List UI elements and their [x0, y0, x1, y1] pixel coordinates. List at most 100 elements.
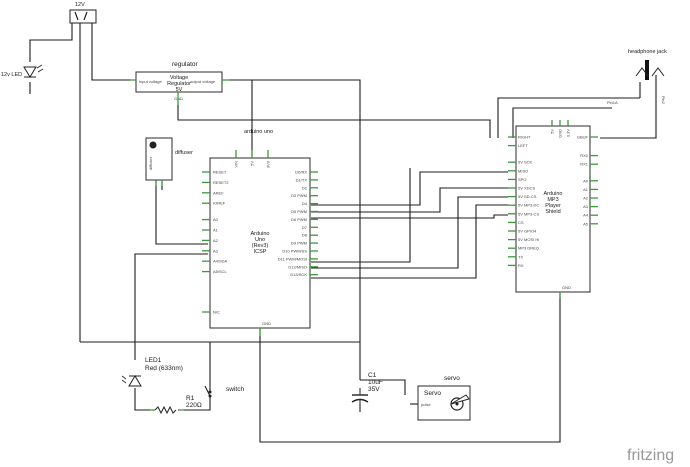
arduino-left-pin-label: A2 [213, 238, 219, 243]
arduino-right-pin-label: D10 PWM/SS [282, 249, 307, 254]
mp3-left-pin-label: 5V MP3-CS [518, 211, 539, 216]
regulator: regulator Voltage Regulator 5V input vol… [130, 61, 230, 105]
mp3-top-pin-label: GND [558, 129, 563, 138]
arduino-bottom-pin-label: GND [262, 321, 271, 326]
c1-name: C1 [368, 372, 377, 379]
mp3-right-pin-label: RX0 [580, 153, 589, 158]
switch: switch [204, 385, 244, 398]
regulator-in-pin: input voltage [139, 79, 162, 84]
jack-pin-left: Pin1A [607, 100, 618, 105]
fritzing-logo: fritzing [627, 447, 674, 464]
supply-label: 12V [75, 2, 85, 8]
led1-desc: Red (633nm) [145, 365, 183, 372]
arduino-right-pin-label: D3 PWM [291, 193, 307, 198]
mp3-right-pin-label: A2 [583, 196, 589, 201]
mp3-top-pin-label: 5V [550, 129, 555, 134]
wires [29, 20, 657, 443]
led1-name: LED1 [145, 357, 162, 364]
mp3-left-pin-label: CS [518, 220, 524, 225]
arduino-right-pin-label: D11 PWM/MOSI [278, 256, 307, 261]
arduino-left-pin-label: A1 [213, 228, 219, 233]
arduino-top-pin-label: 3V3 [266, 160, 271, 168]
regulator-out-pin: output voltage [190, 79, 216, 84]
mp3-left-pin-label: 5V MP3-DC [518, 203, 539, 208]
arduino-left-pin-label: A5/SCL [213, 269, 228, 274]
servo-body: Servo [424, 390, 441, 397]
c1-voltage: 35V [368, 386, 380, 393]
arduino-body-1: Arduino [251, 231, 270, 237]
mp3-left-pin-label: RIGHT [518, 135, 531, 140]
mp3-right-pin-label: A0 [583, 178, 589, 183]
arduino-left-pin-label: AREF [213, 190, 224, 195]
mp3-right-pin-label: GBUF [577, 135, 589, 140]
mp3-left-pin-label: 5V XDCS [518, 186, 535, 191]
diffuser-body: diffuser [148, 156, 153, 170]
arduino-left-pin-label: RESET [213, 170, 227, 175]
arduino-body-3: (Rev3) [252, 243, 269, 249]
mp3-left-pin-label: MP3 DREQ [518, 246, 539, 251]
arduino-right-pin-label: D0/RX [295, 170, 307, 175]
servo-title: servo [444, 375, 460, 382]
mp3-body-3: Player [545, 203, 561, 209]
mp3-bottom-pin-label: GND [562, 285, 571, 290]
arduino-right-pin-label: D12/MISO [288, 264, 307, 269]
arduino-left-pin-label: RESET2 [213, 180, 229, 185]
mp3-left-pin-label: 5V SD-CS [518, 194, 537, 199]
arduino-right-pin-label: D9 PWM [291, 241, 307, 246]
mp3-left-pin-label: RX [518, 263, 524, 268]
servo: servo Servo pulse [417, 375, 471, 421]
mp3-right-pin-label: A1 [583, 187, 589, 192]
mp3-right-pin-label: A5 [583, 221, 589, 226]
diffuser: diffuser diffuser [145, 137, 193, 186]
regulator-body-3: 5V [176, 87, 183, 93]
servo-pulse: pulse [421, 402, 431, 407]
mp3-left-pin-label: MISO [518, 168, 528, 173]
arduino-right-pin-label: D6 PWM [291, 217, 307, 222]
mp3-left-pin-label: LEFT [518, 143, 528, 148]
mp3-left-pin-label: 5V SCK [518, 160, 533, 165]
mp3-right-pin-label: A4 [583, 213, 589, 218]
arduino-left-pin-label: A4/SDA [213, 259, 228, 264]
led1: LED1 Red (633nm) [121, 357, 183, 387]
arduino-top-pin-label: VIN [234, 161, 239, 168]
jack-title: headphone jack [628, 49, 667, 55]
arduino-body-4: ICSP [254, 249, 267, 255]
diffuser-title: diffuser [175, 150, 193, 156]
supply-terminal: 12V [69, 2, 97, 24]
arduino-title: arduino uno [244, 129, 273, 135]
arduino-left-pin-label: A3 [213, 248, 219, 253]
arduino-uno: arduino uno Arduino Uno (Rev3) ICSP RESE… [202, 129, 318, 336]
arduino-top-pin-label: 5V [250, 161, 255, 166]
mp3-top-pin-label: 3.3V [566, 129, 571, 138]
arduino-left-pin-label: A0 [213, 217, 219, 222]
mp3-pins: RIGHT LEFT 5V SCK MISO SPO 5V XDCS 5V SD-CS 5V … [508, 120, 598, 298]
regulator-title: regulator [172, 61, 198, 68]
arduino-left-pin-label: N/C [213, 310, 220, 315]
arduino-body-2: Uno [255, 237, 265, 243]
mp3-left-pin-label: SPO [518, 177, 526, 182]
c1-value: 10uF [368, 379, 383, 386]
arduino-right-pin-label: D7 [302, 225, 308, 230]
mp3-right-pin-label: A3 [583, 204, 589, 209]
regulator-body-2: Regulator [167, 81, 191, 87]
capacitor-c1: C1 10uF 35V [351, 372, 383, 404]
mp3-left-pin-label: 5V GPIO4 [518, 229, 537, 234]
headphone-jack: headphone jack Pin1A Pin2 [607, 49, 667, 105]
arduino-right-pin-label: D5 PWM [291, 209, 307, 214]
mp3-right-pin-label: RX1 [580, 162, 589, 167]
jack-pin-right: Pin2 [661, 96, 666, 105]
arduino-right-pin-label: D2 [302, 185, 308, 190]
led12-label: 12v LED [1, 72, 22, 78]
arduino-right-pin-label: D4 [302, 201, 308, 206]
regulator-body-1: Voltage [170, 75, 188, 81]
resistor-r1: R1 220Ω [150, 395, 202, 415]
switch-label: switch [226, 386, 244, 393]
mp3-left-pin-label: 5V MOSI HI [518, 237, 539, 242]
arduino-pins: RESETRESET2AREFIOREFA0A1A2A3A4/SDAA5/SCL… [202, 150, 318, 336]
r1-value: 220Ω [186, 402, 202, 409]
mp3-body-2: MP3 [547, 197, 558, 203]
arduino-right-pin-label: D1/TX [296, 177, 308, 182]
mp3-left-pin-label: TX [518, 254, 523, 259]
